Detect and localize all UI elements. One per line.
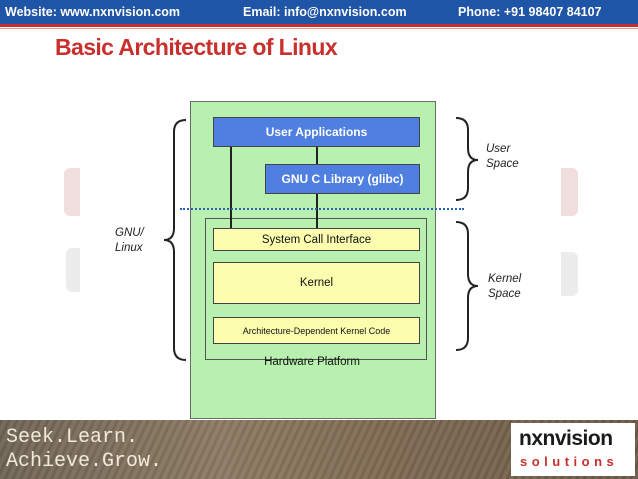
user-space-line2: Space bbox=[486, 158, 519, 170]
hardware-platform-label: Hardware Platform bbox=[264, 356, 360, 368]
gnu-linux-line1: GNU/ bbox=[115, 227, 144, 239]
phone-text: Phone: +91 98407 84107 bbox=[458, 5, 602, 19]
slogan-line1: Seek.Learn. bbox=[6, 426, 139, 449]
user-space-brace bbox=[455, 117, 479, 201]
glibc-box: GNU C Library (glibc) bbox=[265, 164, 420, 194]
connector-line-mid-upper bbox=[316, 147, 318, 164]
user-kernel-boundary bbox=[180, 208, 464, 210]
braces-svg bbox=[163, 117, 479, 361]
linux-architecture-diagram: User Applications GNU C Library (glibc) … bbox=[80, 68, 561, 419]
slogan-line2: Achieve.Grow. bbox=[6, 450, 163, 473]
company-logo-name: nxnvision bbox=[519, 427, 613, 450]
header-divider-thin bbox=[0, 28, 638, 29]
kernel-space-line2: Space bbox=[488, 288, 521, 300]
user-applications-box: User Applications bbox=[213, 117, 420, 147]
user-space-label: User Space bbox=[486, 142, 519, 172]
gnu-linux-brace bbox=[163, 119, 187, 361]
connector-line-left bbox=[230, 147, 232, 228]
logo-background bbox=[511, 423, 635, 476]
gnu-linux-line2: Linux bbox=[115, 242, 143, 254]
user-space-line1: User bbox=[486, 143, 511, 155]
contact-bar: Website: www.nxnvision.com Email: info@n… bbox=[0, 0, 638, 24]
kernel-space-line1: Kernel bbox=[488, 273, 522, 285]
website-text[interactable]: Website: www.nxnvision.com bbox=[5, 5, 181, 19]
arch-kernel-code-box: Architecture-Dependent Kernel Code bbox=[213, 317, 420, 344]
system-call-interface-box: System Call Interface bbox=[213, 228, 420, 251]
kernel-space-brace bbox=[455, 221, 479, 351]
gnu-linux-label: GNU/ Linux bbox=[115, 226, 144, 256]
slogan: Seek.Learn.Achieve.Grow. bbox=[6, 426, 162, 474]
kernel-space-label: Kernel Space bbox=[488, 272, 521, 302]
company-logo-tagline: solutions bbox=[520, 454, 619, 469]
slide-title: Basic Architecture of Linux bbox=[55, 34, 338, 60]
kernel-box: Kernel bbox=[213, 262, 420, 304]
connector-line-mid-lower bbox=[316, 194, 318, 228]
header-divider bbox=[0, 24, 638, 27]
email-text[interactable]: Email: info@nxnvision.com bbox=[243, 5, 407, 19]
